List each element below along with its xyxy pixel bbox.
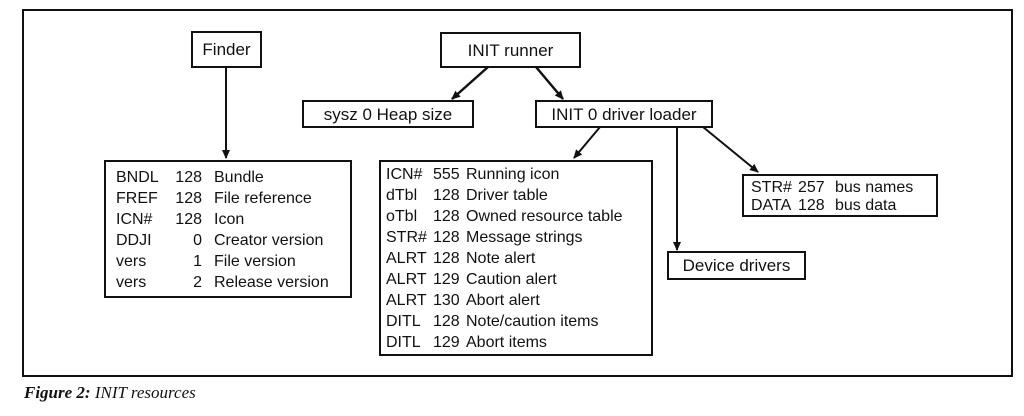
resource-id: 129 [433,334,460,351]
resource-id: 130 [433,292,460,309]
driver-loader-node: INIT 0 driver loader [535,100,713,128]
resource-type: ICN# [386,166,423,183]
resource-type: ALRT [386,250,427,267]
sysz-node: sysz 0 Heap size [302,100,474,128]
resource-desc: Bundle [214,169,264,186]
resource-id: 257 [798,179,825,196]
resource-desc: Note alert [466,250,536,267]
resource-id: 1 [193,253,202,270]
resource-id: 128 [433,313,460,330]
device-drivers-node: Device drivers [667,251,806,280]
resource-type: DITL [386,313,421,330]
resource-type: STR# [386,229,427,246]
resource-type: BNDL [116,169,159,186]
finder-label: Finder [202,40,251,59]
resource-id: 128 [798,197,825,214]
resource-id: 2 [193,274,202,291]
resource-type: vers [116,274,147,291]
resource-id: 128 [175,211,202,228]
diagram-frame [22,9,1013,377]
resource-id: 128 [433,229,460,246]
resource-type: FREF [116,190,158,207]
resource-id: 128 [175,169,202,186]
resource-type: DITL [386,334,421,351]
finder-node: Finder [191,31,262,68]
resource-id: 128 [433,187,460,204]
init-runner-label: INIT runner [467,40,554,60]
resource-desc: Note/caution items [466,313,599,330]
resource-desc: bus names [835,179,914,196]
arrow-runner-to-loader [535,66,564,100]
resource-desc: Icon [214,211,245,228]
figure-caption: Figure 2: INIT resources [24,383,196,403]
sysz-label: sysz 0 Heap size [323,104,453,124]
arrow-runner-to-sysz [451,66,489,100]
resource-type: vers [116,253,147,270]
resource-desc: Message strings [466,229,583,246]
resource-type: oTbl [386,208,418,225]
resource-type: STR# [751,179,792,196]
resource-desc: Abort alert [466,292,540,309]
finder-resources-table: BNDL 128 Bundle FREF 128 File reference … [104,160,352,298]
device-drivers-label: Device drivers [682,256,791,275]
arrow-loader-to-resources [573,126,601,159]
resource-type: ICN# [116,211,153,228]
resource-desc: bus data [835,197,897,214]
resource-desc: File reference [214,190,312,207]
resource-type: dTbl [386,187,418,204]
resource-type: DATA [751,197,792,214]
figure-label: Figure 2: [24,383,91,402]
driver-loader-label: INIT 0 driver loader [551,104,697,124]
resource-type: ALRT [386,292,427,309]
init-runner-node: INIT runner [440,32,581,68]
figure-title: INIT resources [94,383,196,402]
resource-desc: Caution alert [466,271,557,288]
loader-resources-table: ICN# 555 Running icon dTbl 128 Driver ta… [379,160,653,356]
resource-desc: File version [214,253,296,270]
resource-desc: Running icon [466,166,560,183]
resource-desc: Driver table [466,187,548,204]
resource-type: ALRT [386,271,427,288]
resource-id: 128 [433,250,460,267]
resource-type: DDJI [116,232,152,249]
resource-desc: Abort items [466,334,547,351]
resource-id: 0 [193,232,202,249]
resource-id: 128 [175,190,202,207]
resource-desc: Owned resource table [466,208,623,225]
arrow-loader-to-bus-resources [702,126,759,173]
resource-id: 555 [433,166,460,183]
resource-id: 128 [433,208,460,225]
resource-desc: Creator version [214,232,324,249]
resource-id: 129 [433,271,460,288]
resource-desc: Release version [214,274,329,291]
bus-resources-table: STR# 257 bus names DATA 128 bus data [742,174,938,217]
